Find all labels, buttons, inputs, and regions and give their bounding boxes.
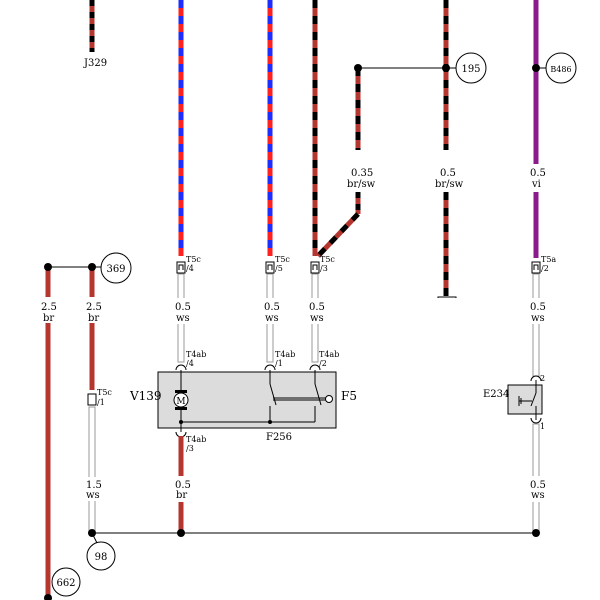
wire-25a-color: br bbox=[43, 313, 54, 324]
ref-b486-circle bbox=[545, 52, 577, 84]
wire-035-size: 0.35 bbox=[351, 168, 373, 179]
wire-branch-035 bbox=[316, 68, 361, 258]
wire-gap-mask bbox=[80, 477, 108, 501]
pin-hook bbox=[309, 364, 321, 371]
connector-t5c-1-label: T5c bbox=[97, 388, 112, 397]
connector-t5c-5-pin: /5 bbox=[275, 264, 283, 273]
connector-t5c-4-pin: /4 bbox=[186, 264, 194, 273]
component-e234-box bbox=[507, 384, 543, 415]
wire-25b-size: 2.5 bbox=[86, 302, 102, 313]
junction-dot bbox=[268, 420, 272, 424]
wire-gap-mask bbox=[522, 476, 550, 502]
wire-c3-color: ws bbox=[310, 313, 324, 324]
wire-035-color: br/sw bbox=[347, 179, 376, 190]
pin-hook bbox=[175, 364, 187, 371]
connector-t4ab-3-pin: /3 bbox=[186, 444, 194, 453]
connector-t4ab-2-pin: /2 bbox=[319, 359, 327, 368]
connector-t5c-3-pin: /3 bbox=[320, 264, 328, 273]
ref-98: 98 bbox=[95, 552, 108, 563]
ref-195-circle bbox=[455, 52, 487, 84]
wire-25b-color: br bbox=[88, 313, 99, 324]
switch-blade bbox=[314, 383, 322, 406]
connector-t5c-1-pin: /1 bbox=[97, 398, 105, 407]
wire-ws-15 bbox=[88, 406, 96, 534]
e234-switch-icon bbox=[518, 396, 532, 406]
component-v139-label: V139 bbox=[129, 389, 162, 403]
wire-c1-color: ws bbox=[176, 313, 190, 324]
ref-98-leader bbox=[91, 532, 98, 544]
junction-dot bbox=[179, 420, 183, 424]
ref-195: 195 bbox=[461, 64, 480, 75]
ref-662-circle bbox=[51, 567, 81, 597]
connector-t4ab-2-label: T4ab bbox=[319, 350, 339, 359]
wire-b486-size: 0.5 bbox=[530, 168, 546, 179]
switch-blade bbox=[269, 383, 277, 406]
svg-text:M: M bbox=[176, 397, 185, 407]
ref-369-circle bbox=[100, 252, 132, 284]
wire-c3-size: 0.5 bbox=[309, 302, 325, 313]
wire-br05-size: 0.5 bbox=[175, 480, 191, 491]
wire-gap-mask bbox=[170, 476, 194, 502]
wire-gap-mask bbox=[40, 297, 100, 323]
e234-pin-1: 1 bbox=[540, 422, 545, 431]
wire-195-size: 0.5 bbox=[440, 168, 456, 179]
wire-c4-size: 0.5 bbox=[530, 302, 546, 313]
ref-b486: B486 bbox=[550, 65, 571, 74]
junction-dot bbox=[354, 64, 362, 72]
wire-right-color: ws bbox=[531, 490, 545, 501]
connector-t4ab-4-pin: /4 bbox=[186, 359, 194, 368]
connector-t5a-2-label: T5a bbox=[541, 255, 556, 264]
wire-c4-color: ws bbox=[531, 313, 545, 324]
j329-label: J329 bbox=[83, 58, 107, 69]
motor-icon: M bbox=[173, 390, 189, 410]
wire-c2-size: 0.5 bbox=[264, 302, 280, 313]
junction-dot bbox=[532, 529, 540, 537]
wire-c1-size: 0.5 bbox=[175, 302, 191, 313]
connector-t4ab-1-pin: /1 bbox=[275, 359, 283, 368]
connector-t4ab-1-label: T4ab bbox=[275, 350, 295, 359]
ref-98-circle bbox=[86, 541, 116, 571]
connector-t5c-5-label: T5c bbox=[275, 255, 290, 264]
connector-t5c-4 bbox=[176, 261, 186, 274]
pin-hook bbox=[264, 364, 276, 371]
wire-15-color: ws bbox=[86, 490, 100, 501]
wire-b486-color: vi bbox=[531, 179, 541, 190]
wire-25a-size: 2.5 bbox=[41, 302, 57, 313]
wire-15-size: 1.5 bbox=[86, 480, 102, 491]
connector-t5c-3-label: T5c bbox=[320, 255, 335, 264]
pin-hook bbox=[530, 417, 542, 424]
connector-t4ab-4-label: T4ab bbox=[186, 350, 206, 359]
wire-gap-mask bbox=[170, 298, 550, 324]
wire-c2-color: ws bbox=[265, 313, 279, 324]
wire-195-color: br/sw bbox=[435, 179, 464, 190]
wire-ws-c4 bbox=[532, 273, 540, 377]
ref-369: 369 bbox=[106, 264, 125, 275]
e234-pin-2: 2 bbox=[540, 374, 545, 383]
connector-t5c-4-label: T5c bbox=[186, 255, 201, 264]
connector-t5a-2 bbox=[531, 261, 541, 274]
wire-br05-color: br bbox=[176, 490, 187, 501]
component-e234-label: E234 bbox=[483, 389, 509, 400]
pin-hook bbox=[530, 375, 542, 382]
connector-t5c-3 bbox=[310, 261, 320, 274]
wire-right-size: 0.5 bbox=[530, 480, 546, 491]
switch-blade bbox=[530, 392, 537, 407]
junction-dot bbox=[177, 529, 185, 537]
junction-dot bbox=[44, 594, 52, 600]
component-f5-label: F5 bbox=[341, 389, 357, 403]
ref-662: 662 bbox=[56, 578, 75, 589]
switch-plunger bbox=[325, 395, 333, 403]
connector-t4ab-3-label: T4ab bbox=[186, 435, 206, 444]
connector-t5c-1 bbox=[87, 393, 97, 406]
junction-dot bbox=[44, 263, 52, 271]
connector-t5c-5 bbox=[265, 261, 275, 274]
component-f256-label: F256 bbox=[266, 432, 292, 443]
connector-t5a-2-pin: /2 bbox=[541, 264, 549, 273]
